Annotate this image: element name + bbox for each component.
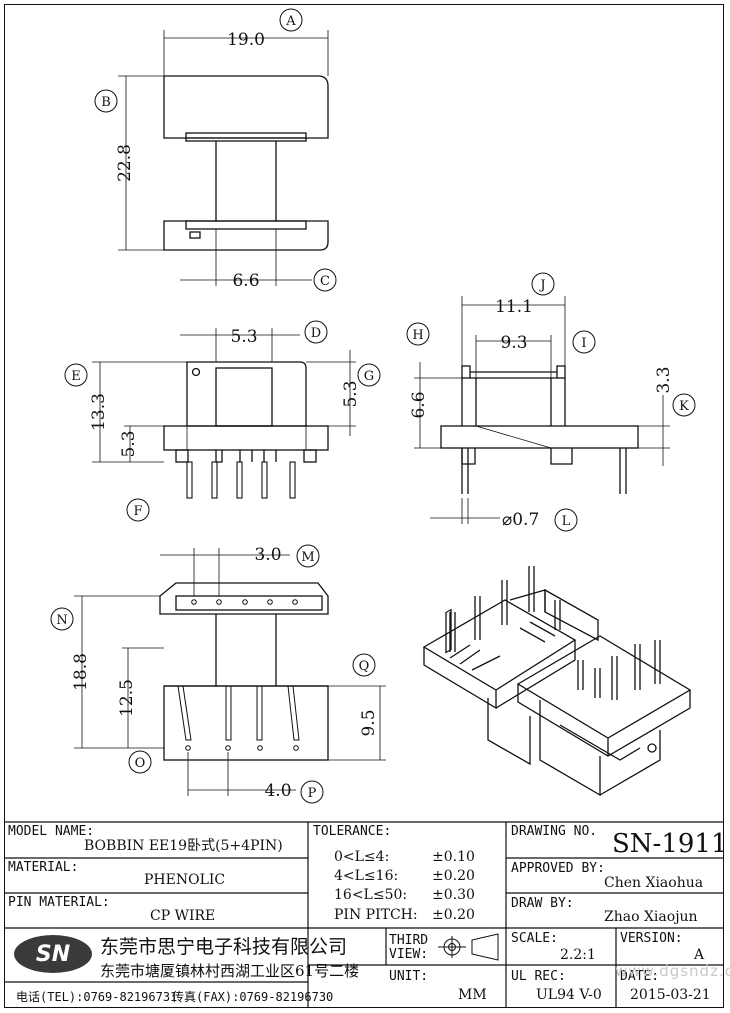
svg-text:K: K <box>679 399 689 414</box>
svg-text:H: H <box>412 328 423 343</box>
tol-range-4: PIN PITCH: <box>334 907 418 923</box>
version-label: VERSION: <box>620 931 683 946</box>
dimension-lines <box>74 30 670 796</box>
date: 2015-03-21 <box>630 987 711 1003</box>
svg-text:F: F <box>133 504 142 519</box>
pin-material-label: PIN MATERIAL: <box>8 895 110 910</box>
dim-c-text: 6.6 <box>232 271 259 291</box>
draw-by-label: DRAW BY: <box>511 896 574 911</box>
svg-text:J: J <box>538 278 545 293</box>
tol-range-2: 4<L≤16: <box>334 868 399 884</box>
tolerance-label: TOLERANCE: <box>313 824 392 839</box>
dim-p-text: 4.0 <box>264 781 291 801</box>
dim-g-text: 5.3 <box>341 380 361 407</box>
pin-material: CP WIRE <box>150 908 216 924</box>
dimension-texts: 19.0 22.8 6.6 5.3 13.3 5.3 5.3 11.1 9.3 … <box>71 30 674 801</box>
bottom-view <box>159 582 329 761</box>
top-view <box>163 75 329 251</box>
dim-m-text: 3.0 <box>254 545 281 565</box>
ul-rec: UL94 V-0 <box>536 987 602 1003</box>
svg-text:L: L <box>562 514 571 529</box>
third-view-label: THIRD <box>389 933 429 948</box>
dim-n-text: 18.8 <box>71 653 91 691</box>
dim-h-text: 6.6 <box>409 391 429 418</box>
tol-value-2: ±0.20 <box>432 868 475 884</box>
side-view <box>440 365 639 494</box>
svg-text:G: G <box>364 369 374 384</box>
dim-f-text: 5.3 <box>119 430 139 457</box>
third-angle-projection-icon <box>438 933 499 961</box>
scale-label: SCALE: <box>511 931 558 946</box>
model-name-label: MODEL NAME: <box>8 824 95 839</box>
svg-text:I: I <box>581 336 586 351</box>
dim-o-text: 12.5 <box>117 679 137 717</box>
dim-l-text: ⌀0.7 <box>502 510 539 530</box>
svg-text:O: O <box>135 756 146 771</box>
dim-i-text: 9.3 <box>500 333 527 353</box>
unit: MM <box>458 987 487 1003</box>
svg-text:A: A <box>285 14 296 29</box>
title-block-grid <box>4 821 724 1008</box>
company-logo: SN <box>14 935 92 973</box>
dim-k-text: 3.3 <box>654 366 674 393</box>
ul-rec-label: UL REC: <box>511 969 566 984</box>
tol-value-1: ±0.10 <box>432 849 475 865</box>
isometric-view <box>422 566 692 797</box>
dim-d-text: 5.3 <box>230 327 257 347</box>
company-tel: 电话(TEL):0769-82196731 <box>16 990 178 1004</box>
svg-text:C: C <box>320 274 330 289</box>
tol-value-3: ±0.30 <box>432 887 475 903</box>
front-view <box>163 361 329 499</box>
svg-text:B: B <box>101 95 111 110</box>
callout-letters: A B C D E F G H I J K L M N O P Q <box>56 14 689 801</box>
company-fax: 传真(FAX):0769-82196730 <box>172 990 334 1004</box>
tol-range-3: 16<L≤50: <box>334 887 408 903</box>
dim-a-text: 19.0 <box>227 30 265 50</box>
svg-text:N: N <box>56 613 67 628</box>
company-address: 东莞市塘厦镇林村西湖工业区61号二楼 <box>100 962 360 980</box>
tol-value-4: ±0.20 <box>432 907 475 923</box>
svg-text:P: P <box>308 786 317 801</box>
version: A <box>694 947 705 963</box>
drawing-no-label: DRAWING NO. <box>511 824 598 839</box>
svg-text:D: D <box>311 326 321 341</box>
tol-range-1: 0<L≤4: <box>334 849 390 865</box>
dim-e-text: 13.3 <box>89 393 109 431</box>
third-view-label-2: VIEW: <box>389 947 429 962</box>
approved-by: Chen Xiaohua <box>604 875 704 891</box>
unit-label: UNIT: <box>389 969 429 984</box>
callouts <box>50 8 696 804</box>
dim-b-text: 22.8 <box>115 144 135 182</box>
material-label: MATERIAL: <box>8 860 79 875</box>
svg-text:Q: Q <box>359 659 370 674</box>
dim-j-text: 11.1 <box>495 297 533 317</box>
draw-by: Zhao Xiaojun <box>604 909 698 925</box>
drawing-no: SN-1911 <box>612 829 728 859</box>
material: PHENOLIC <box>144 872 226 888</box>
drawing-frame <box>4 4 724 1008</box>
svg-text:M: M <box>301 550 314 565</box>
company-name: 东莞市思宁电子科技有限公司 <box>100 936 348 958</box>
date-label: DATE: <box>620 969 660 984</box>
scale: 2.2:1 <box>560 947 596 963</box>
model-name: BOBBIN EE19卧式(5+4PIN) <box>84 838 283 854</box>
watermark: www.dgsndz.com <box>615 962 730 980</box>
dim-q-text: 9.5 <box>359 709 379 736</box>
approved-by-label: APPROVED BY: <box>511 861 605 876</box>
svg-text:E: E <box>71 369 81 384</box>
